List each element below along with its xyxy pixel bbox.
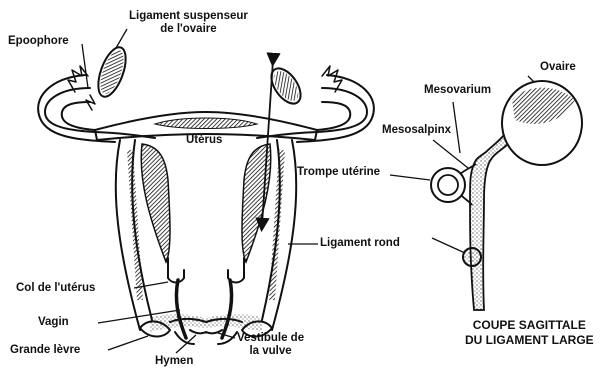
sagittal-section (431, 81, 582, 310)
caption-line-1: COUPE SAGITTALE (465, 318, 594, 333)
label-ovaire: Ovaire (540, 61, 576, 74)
right-uterine-tube (257, 75, 374, 142)
cervix (168, 258, 184, 283)
left-uterus-wall (141, 144, 170, 262)
caption: COUPE SAGITTALE DU LIGAMENT LARGE (465, 318, 594, 348)
label-ligament-rond: Ligament rond (320, 237, 400, 250)
uterus-fundus-hatch (155, 118, 257, 129)
label-mesovarium: Mesovarium (424, 84, 491, 97)
label-ligament-suspenseur: Ligament suspenseur de l'ovaire (129, 10, 248, 36)
double-arrow (262, 60, 273, 225)
label-vagin: Vagin (38, 316, 69, 329)
label-col-uterus: Col de l'utérus (16, 282, 95, 295)
hymen (190, 330, 222, 333)
left-uterine-tube (38, 75, 155, 142)
caption-line-2: DU LIGAMENT LARGE (465, 333, 594, 348)
label-mesosalpinx: Mesosalpinx (382, 124, 451, 137)
label-epoophore: Epoophore (8, 35, 69, 48)
label-grande-levre: Grande lèvre (10, 344, 80, 357)
label-uterus: Utérus (186, 134, 222, 147)
label-vestibule: Vestibule de la vulve (237, 332, 304, 358)
label-hymen: Hymen (155, 355, 193, 368)
sagittal-round-ligament (463, 248, 481, 266)
vagina-canal (176, 280, 186, 338)
broad-ligament-section (470, 135, 510, 310)
label-trompe-uterine: Trompe utérine (297, 166, 380, 179)
